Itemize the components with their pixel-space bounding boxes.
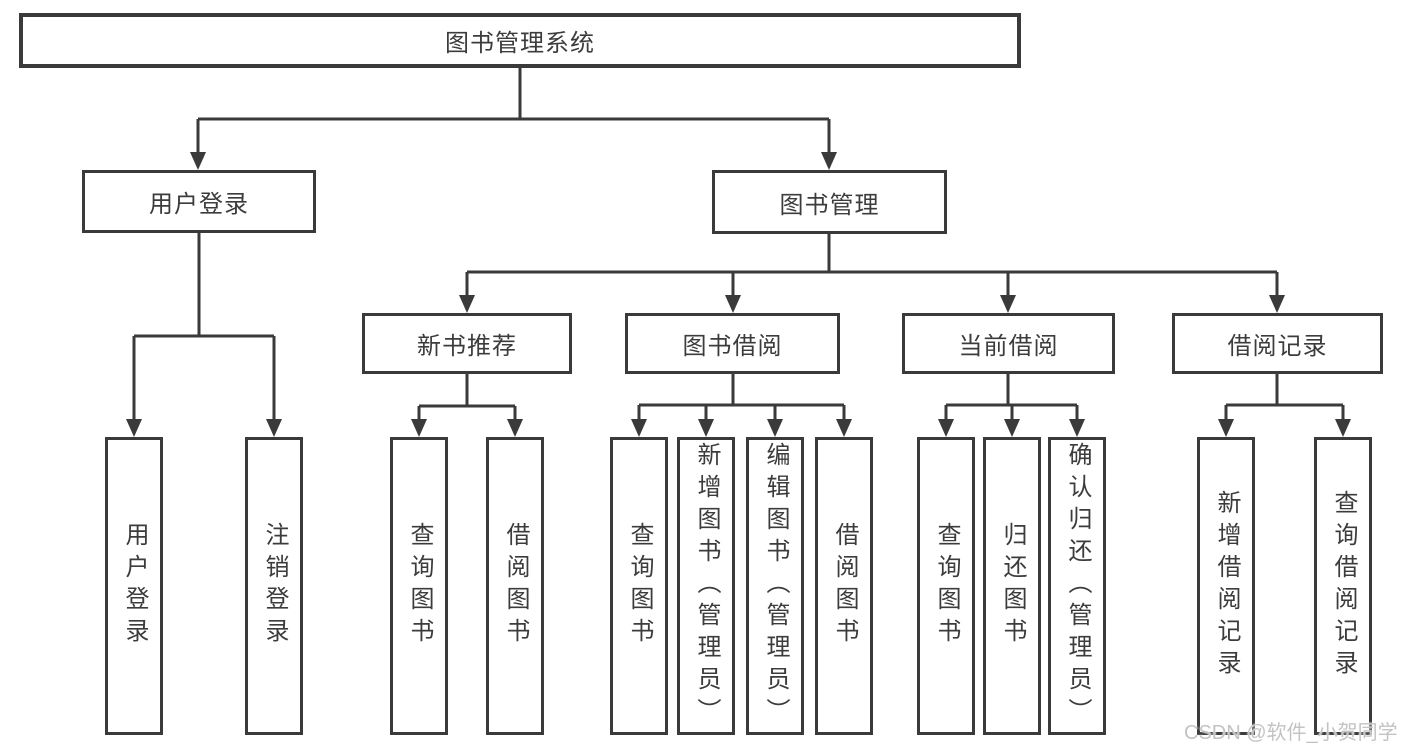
- node-label: 借阅图书: [831, 522, 858, 650]
- node-label: 查询借阅记录: [1330, 490, 1357, 682]
- node-label: 编辑图书（管理员）: [762, 442, 789, 730]
- arrowhead: [1004, 419, 1020, 437]
- node-label: 图书管理: [779, 191, 880, 219]
- node-borrowing-records: 借阅记录: [1172, 313, 1383, 374]
- node-library-management-system: 图书管理系统: [19, 13, 1021, 68]
- node-label: 新增借阅记录: [1213, 490, 1240, 682]
- node-label: 查询图书: [626, 522, 653, 650]
- leaf-current-query-books: 查询图书: [917, 437, 975, 735]
- arrowhead: [836, 419, 852, 437]
- leaf-borrowing-query-books: 查询图书: [610, 437, 668, 735]
- arrowhead: [698, 419, 714, 437]
- leaf-logout: 注销登录: [245, 437, 303, 735]
- leaf-newbook-borrow-books: 借阅图书: [486, 437, 544, 735]
- node-label: 归还图书: [999, 522, 1026, 650]
- arrowhead: [631, 419, 647, 437]
- arrowhead: [767, 419, 783, 437]
- leaf-user-login: 用户登录: [105, 437, 163, 735]
- node-label: 新书推荐: [417, 333, 517, 360]
- node-label: 用户登录: [121, 522, 148, 650]
- node-label: 确认归还（管理员）: [1064, 442, 1091, 730]
- node-book-management: 图书管理: [712, 170, 947, 234]
- arrowhead: [459, 295, 475, 313]
- leaf-borrowing-borrow-books: 借阅图书: [815, 437, 873, 735]
- node-label: 新增图书（管理员）: [693, 442, 720, 730]
- leaf-current-confirm-return-admin: 确认归还（管理员）: [1048, 437, 1106, 735]
- node-label: 用户登录: [149, 191, 249, 218]
- node-label: 当前借阅: [958, 333, 1059, 360]
- leaf-current-return-books: 归还图书: [983, 437, 1041, 735]
- csdn-watermark: CSDN @软件_小贺同学: [1184, 722, 1398, 744]
- arrowhead: [1000, 295, 1016, 313]
- node-label: 图书借阅: [682, 333, 783, 360]
- leaf-records-add-borrow-record: 新增借阅记录: [1197, 437, 1255, 735]
- arrowhead: [938, 419, 954, 437]
- arrowhead: [1335, 419, 1351, 437]
- node-new-book-recommend: 新书推荐: [362, 313, 572, 374]
- leaf-records-query-borrow-record: 查询借阅记录: [1314, 437, 1372, 735]
- node-label: 图书管理系统: [445, 30, 595, 57]
- arrowhead: [1269, 295, 1285, 313]
- leaf-borrowing-edit-books-admin: 编辑图书（管理员）: [746, 437, 804, 735]
- arrowhead: [1069, 419, 1085, 437]
- leaf-borrowing-add-books-admin: 新增图书（管理员）: [677, 437, 735, 735]
- arrowhead: [507, 419, 523, 437]
- arrowhead: [821, 152, 837, 170]
- leaf-newbook-query-books: 查询图书: [390, 437, 448, 735]
- arrowhead: [190, 152, 206, 170]
- node-user-login: 用户登录: [82, 170, 316, 233]
- arrowhead: [725, 295, 741, 313]
- arrowhead: [1218, 419, 1234, 437]
- node-label: 注销登录: [261, 522, 288, 650]
- node-label: 查询图书: [406, 522, 433, 650]
- arrowhead: [411, 419, 427, 437]
- arrowhead: [126, 419, 142, 437]
- node-label: 查询图书: [933, 522, 960, 650]
- arrowhead: [266, 419, 282, 437]
- node-label: 借阅图书: [502, 522, 529, 650]
- node-current-borrowing: 当前借阅: [902, 313, 1115, 374]
- node-label: 借阅记录: [1227, 333, 1328, 360]
- node-book-borrowing: 图书借阅: [625, 313, 840, 374]
